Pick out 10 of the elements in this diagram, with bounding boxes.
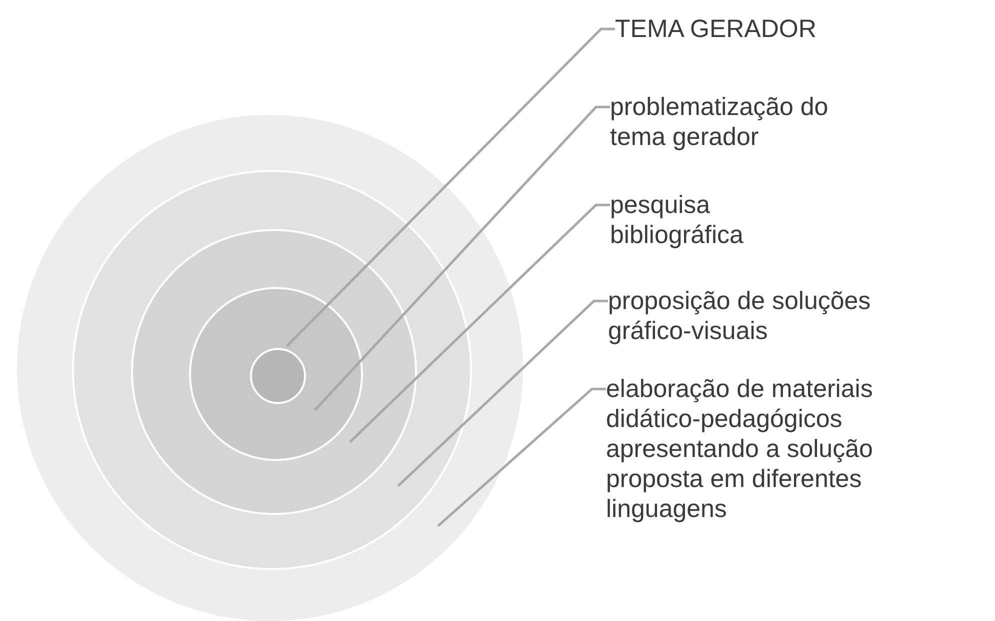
stage-label: elaboração de materiais didático-pedagógicos apresentando a solução proposta em diferentes linguagens bbox=[606, 374, 936, 524]
stage-label: pesquisa bibliográfica bbox=[610, 190, 770, 250]
leader-line bbox=[349, 204, 610, 443]
leader-line bbox=[437, 388, 606, 527]
stage-label: TEMA GERADOR bbox=[615, 14, 935, 44]
stage-label: problematização do tema gerador bbox=[610, 92, 850, 152]
stage-label: proposição de soluções gráfico-visuais bbox=[608, 286, 908, 346]
leader-line bbox=[314, 106, 610, 411]
leader-line bbox=[397, 300, 608, 487]
leader-line bbox=[286, 28, 615, 347]
